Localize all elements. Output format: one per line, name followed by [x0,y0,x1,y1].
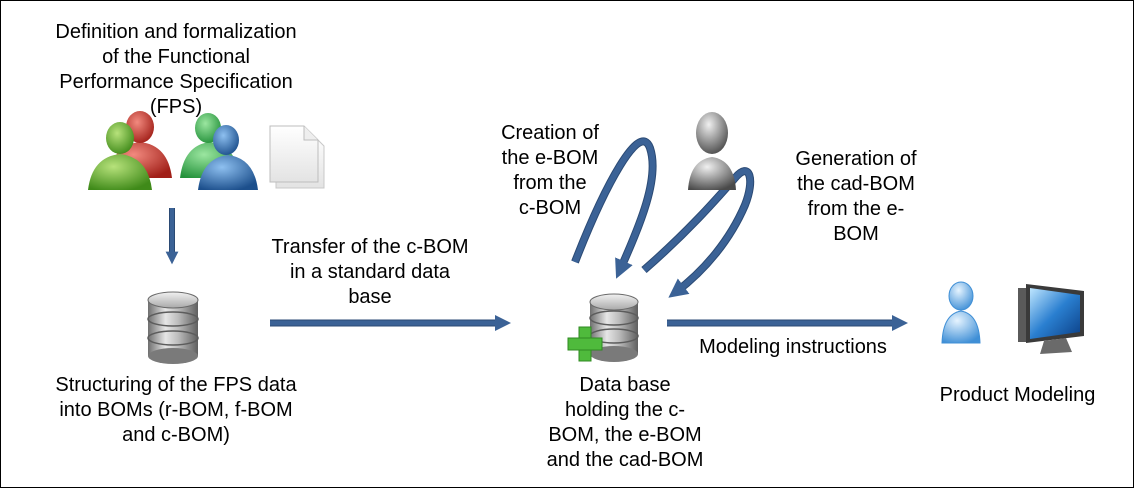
designer-user-icon [941,281,981,344]
label-fps-definition: Definition and formalization of the Func… [55,21,297,118]
arrow-creation-loop [571,137,657,279]
expert-user-icon [688,112,736,190]
user-green-figure [88,122,152,190]
document-icon [269,125,325,189]
label-generation: Generation of the cad-BOM from the e- BO… [795,148,917,245]
user-group-icon [88,111,258,190]
label-product-modeling: Product Modeling [939,384,1096,406]
plus-icon [567,326,603,362]
computer-monitor-icon [1018,284,1084,354]
label-transfer: Transfer of the c-BOM in a standard data… [271,236,469,308]
label-structuring: Structuring of the FPS data into BOMs (r… [55,374,297,446]
label-creation: Creation of the e-BOM from the c-BOM [501,122,599,219]
arrow-generation-loop [641,167,755,298]
label-modeling-instructions: Modeling instructions [699,336,887,358]
label-database: Data base holding the c- BOM, the e-BOM … [546,374,704,471]
database-add-icon [567,293,639,362]
database-icon [147,291,199,364]
user-blue-figure [198,125,258,190]
